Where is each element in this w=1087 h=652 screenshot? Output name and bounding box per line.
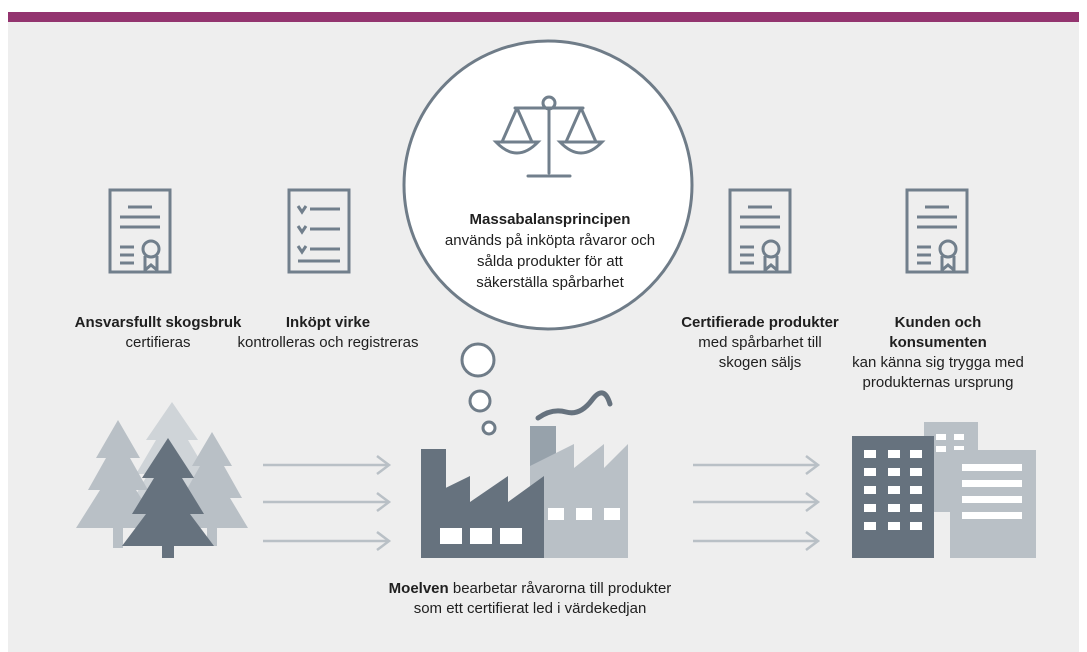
caption-customer-line-2: produkternas ursprung [862,374,1014,391]
scales-icon [492,95,606,178]
caption-customer-title-line-1: Kunden och [894,314,982,331]
caption-moelven-line-1: Moelven bearbetar råvarorna till produkt… [320,579,740,599]
caption-certified-products: Certifierade produkter med spårbarhet ti… [660,313,860,373]
caption-mass-balance-line-3: säkerställa spårbarhet [476,274,624,291]
caption-certified-products-title: Certifierade produkter [681,314,839,331]
caption-timber-title: Inköpt virke [285,314,371,331]
caption-customer: Kunden och konsumenten kan känna sig try… [838,313,1038,393]
certificate-icon [108,188,172,274]
caption-moelven-title: Moelven [388,580,449,597]
caption-certified-products-line-2: skogen säljs [718,354,802,371]
caption-mass-balance: Massabalansprincipen används på inköpta … [418,209,682,293]
thought-bubble [402,39,694,436]
caption-certified-products-line-1: med spårbarhet till [698,334,822,351]
certificate-icon [728,188,792,274]
caption-forestry-text: certifieras [125,334,191,351]
factory-icon [421,390,628,558]
accent-stripe [8,12,1079,22]
caption-moelven: Moelven bearbetar råvarorna till produkt… [320,579,740,619]
arrow-icon [263,455,392,551]
top-bar [0,0,1087,22]
checklist-icon [287,188,351,274]
caption-mass-balance-line-1: används på inköpta råvaror och [444,232,656,249]
caption-moelven-line-2: som ett certifierat led i värdekedjan [413,600,647,617]
caption-mass-balance-line-2: sålda produkter för att [477,253,623,270]
certificate-icon [905,188,969,274]
caption-mass-balance-title: Massabalansprincipen [469,211,631,228]
caption-moelven-text: bearbetar råvarorna till produkter [452,580,672,597]
caption-customer-title-line-2: konsumenten [889,334,987,351]
caption-timber: Inköpt virke kontrolleras och registrera… [218,313,438,353]
arrow-icon [693,455,821,551]
caption-forestry-title: Ansvarsfullt skogsbruk [74,314,242,331]
buildings-icon [852,422,1036,558]
caption-forestry: Ansvarsfullt skogsbruk certifieras [58,313,258,353]
caption-customer-line-1: kan känna sig trygga med [852,354,1024,371]
forest-icon [76,402,248,558]
caption-timber-text: kontrolleras och registreras [237,334,419,351]
